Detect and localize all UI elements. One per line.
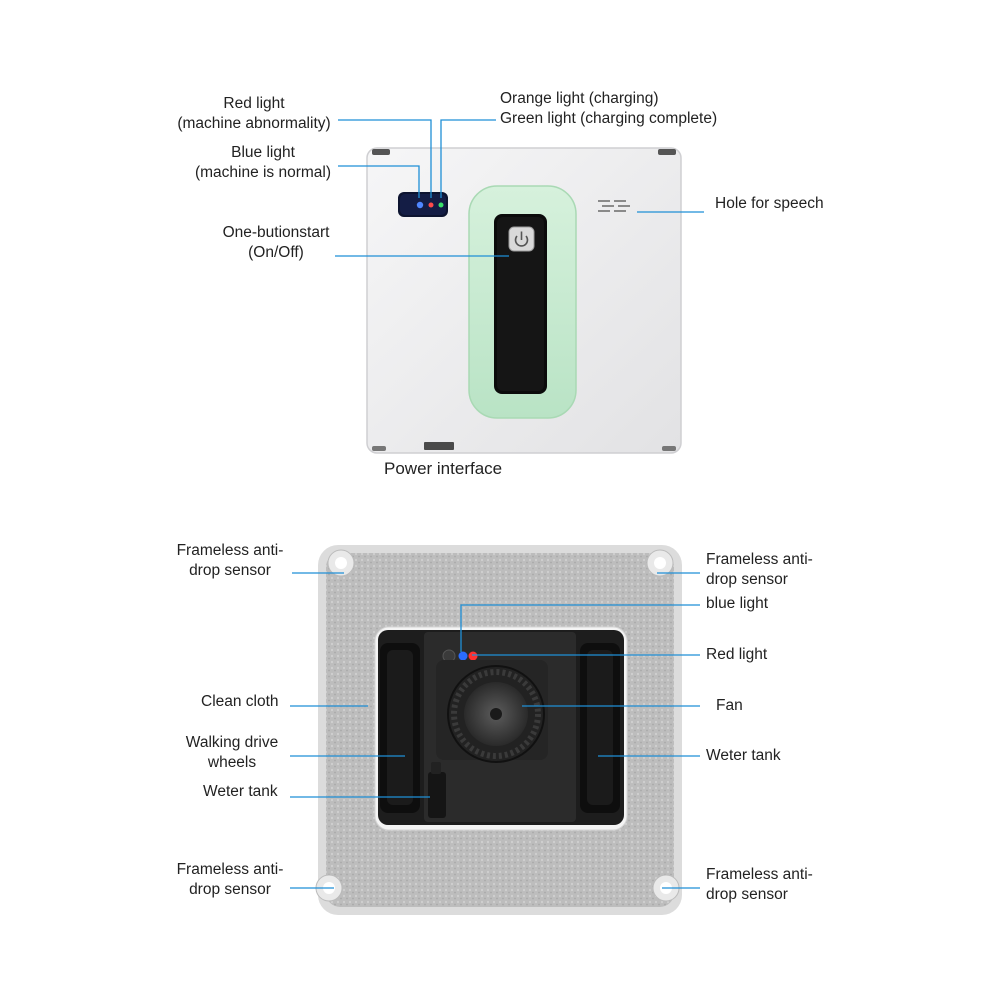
label-line: One-butionstart: [222, 224, 330, 241]
robot-bottom-view: [315, 545, 682, 915]
label-water-tank-right: Weter tank: [706, 747, 781, 764]
blue-led-icon: [416, 201, 424, 209]
label-line: wheels: [207, 754, 257, 771]
bottom-leader-lines: [290, 572, 700, 889]
label-walking-wheels: Walking drive wheels: [172, 733, 292, 773]
red-led-icon: [428, 202, 434, 208]
label-speech-hole: Hole for speech: [715, 195, 824, 212]
label-water-tank-left: Weter tank: [203, 783, 278, 800]
label-sensor-top-left: Frameless anti- drop sensor: [163, 541, 297, 581]
label-clean-cloth: Clean cloth: [201, 693, 279, 710]
speech-holes: [598, 200, 630, 212]
label-line: Frameless anti-: [176, 542, 284, 559]
label-line: drop sensor: [189, 881, 271, 898]
label-line: (machine is normal): [194, 164, 332, 181]
label-bottom-blue-light: blue light: [706, 595, 769, 612]
label-line: Frameless anti-: [176, 861, 284, 878]
indicator-panel: [398, 192, 448, 217]
control-window: [468, 185, 577, 419]
label-line: drop sensor: [706, 571, 788, 588]
label-sensor-bottom-left: Frameless anti- drop sensor: [163, 860, 297, 900]
label-bottom-red-light: Red light: [706, 646, 768, 663]
left-water-tank: [428, 772, 446, 818]
label-one-button-start: One-butionstart (On/Off): [201, 223, 351, 263]
label-line: (On/Off): [248, 244, 304, 261]
label-line: Frameless anti-: [706, 866, 813, 883]
label-red-light: Red light (machine abnormality): [163, 94, 345, 134]
label-green-light: Green light (charging complete): [500, 110, 718, 127]
label-sensor-top-right: Frameless anti- drop sensor: [706, 550, 813, 590]
label-orange-light: Orange light (charging): [500, 90, 659, 107]
label-sensor-bottom-right: Frameless anti- drop sensor: [706, 865, 813, 905]
fan-icon: [436, 660, 548, 763]
top-leader-lines: [335, 119, 704, 257]
power-port: [424, 442, 454, 450]
label-line: Red light: [223, 95, 285, 112]
power-button-icon[interactable]: [508, 226, 535, 252]
label-line: Frameless anti-: [706, 551, 813, 568]
label-line: drop sensor: [706, 886, 788, 903]
label-line: (machine abnormality): [177, 115, 331, 132]
label-blue-light: Blue light (machine is normal): [183, 143, 343, 183]
label-line: Walking drive: [185, 734, 279, 751]
label-line: Blue light: [231, 144, 295, 161]
bottom-red-led-icon: [468, 651, 478, 661]
green-led-icon: [438, 202, 444, 208]
label-power-interface: Power interface: [384, 459, 503, 478]
label-fan: Fan: [716, 697, 743, 714]
label-line: drop sensor: [189, 562, 271, 579]
bottom-blue-led-icon: [458, 651, 468, 661]
